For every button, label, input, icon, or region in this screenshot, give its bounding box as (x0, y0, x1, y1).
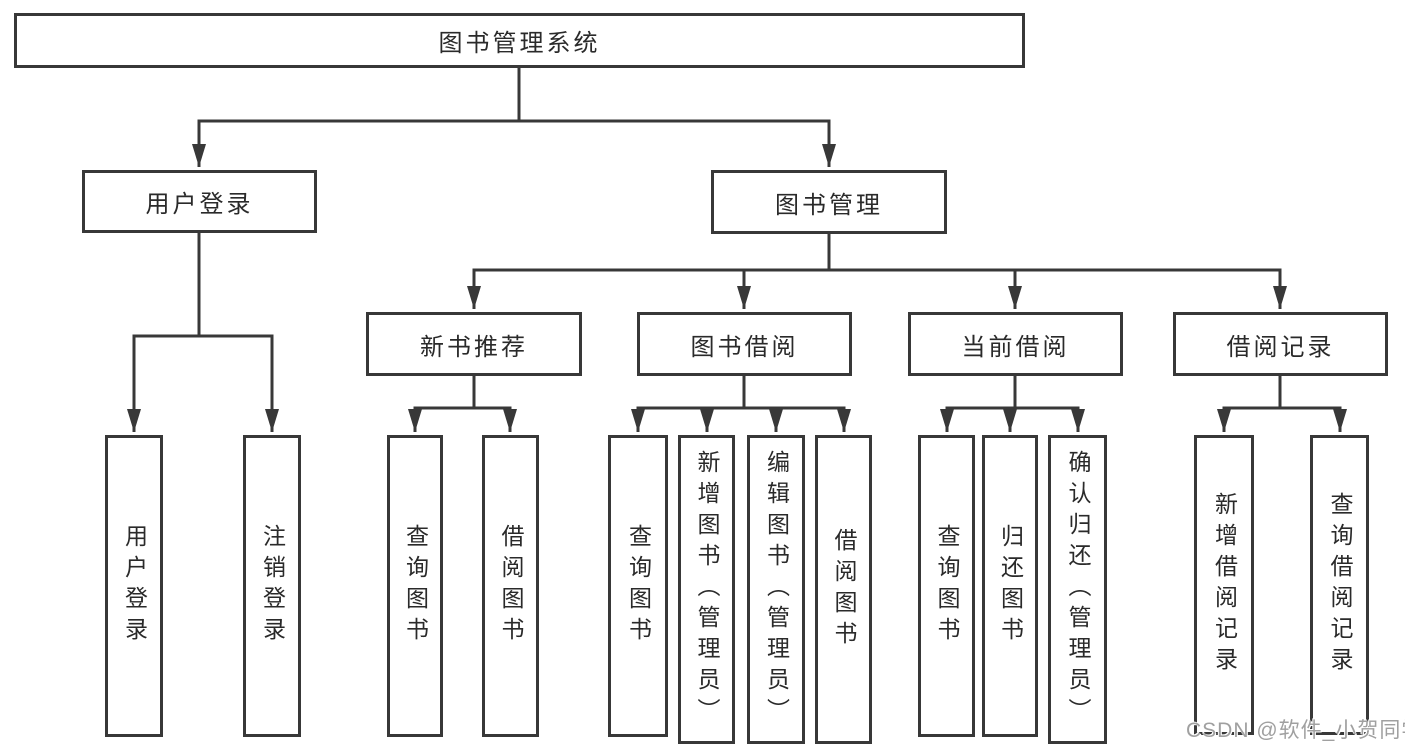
csdn-watermark: CSDN @软件_小贺同学 (1186, 719, 1405, 742)
node-library-management-system: 图书管理系统 (14, 13, 1025, 68)
leaf-records-query-record: 查询借阅记录 (1310, 435, 1369, 735)
node-label: 图书管理系统 (438, 30, 601, 57)
node-current-borrowing: 当前借阅 (908, 312, 1123, 376)
node-borrowing-records: 借阅记录 (1173, 312, 1388, 376)
node-label: 图书管理 (775, 191, 883, 219)
node-label: 图书借阅 (690, 333, 799, 361)
leaf-label: 查询借阅记录 (1327, 492, 1353, 678)
leaf-current-return-books: 归还图书 (982, 435, 1038, 737)
node-label: 用户登录 (145, 191, 254, 218)
node-new-book-recommendation: 新书推荐 (366, 312, 582, 376)
leaf-label: 新增借阅记录 (1211, 492, 1238, 678)
leaf-label: 确认归还（管理员） (1065, 450, 1091, 729)
leaf-label: 注销登录 (259, 524, 286, 648)
leaf-logout: 注销登录 (243, 435, 301, 737)
leaf-label: 借阅图书 (498, 524, 524, 648)
node-label: 借阅记录 (1226, 333, 1335, 361)
leaf-label: 编辑图书（管理员） (763, 450, 790, 729)
leaf-borrowing-query-books: 查询图书 (608, 435, 668, 737)
leaf-user-login: 用户登录 (105, 435, 163, 737)
leaf-label: 用户登录 (121, 524, 148, 648)
node-book-borrowing: 图书借阅 (637, 312, 852, 376)
leaf-label: 查询图书 (402, 524, 429, 648)
leaf-borrowing-add-book-admin: 新增图书（管理员） (678, 435, 735, 744)
node-user-login: 用户登录 (82, 170, 317, 233)
node-label: 当前借阅 (961, 333, 1070, 361)
leaf-label: 借阅图书 (831, 527, 857, 652)
leaf-borrowing-borrow-books: 借阅图书 (815, 435, 872, 744)
leaf-label: 查询图书 (625, 524, 652, 648)
leaf-label: 查询图书 (934, 524, 960, 648)
leaf-current-confirm-return-admin: 确认归还（管理员） (1048, 435, 1107, 744)
leaf-records-add-record: 新增借阅记录 (1194, 435, 1254, 735)
node-label: 新书推荐 (420, 333, 528, 361)
leaf-borrowing-edit-book-admin: 编辑图书（管理员） (747, 435, 805, 744)
node-book-management: 图书管理 (711, 170, 947, 234)
leaf-label: 归还图书 (997, 524, 1024, 648)
leaf-label: 新增图书（管理员） (694, 450, 720, 729)
leaf-recommend-query-books: 查询图书 (387, 435, 443, 737)
leaf-recommend-borrow-books: 借阅图书 (482, 435, 539, 737)
leaf-current-query-books: 查询图书 (918, 435, 975, 737)
